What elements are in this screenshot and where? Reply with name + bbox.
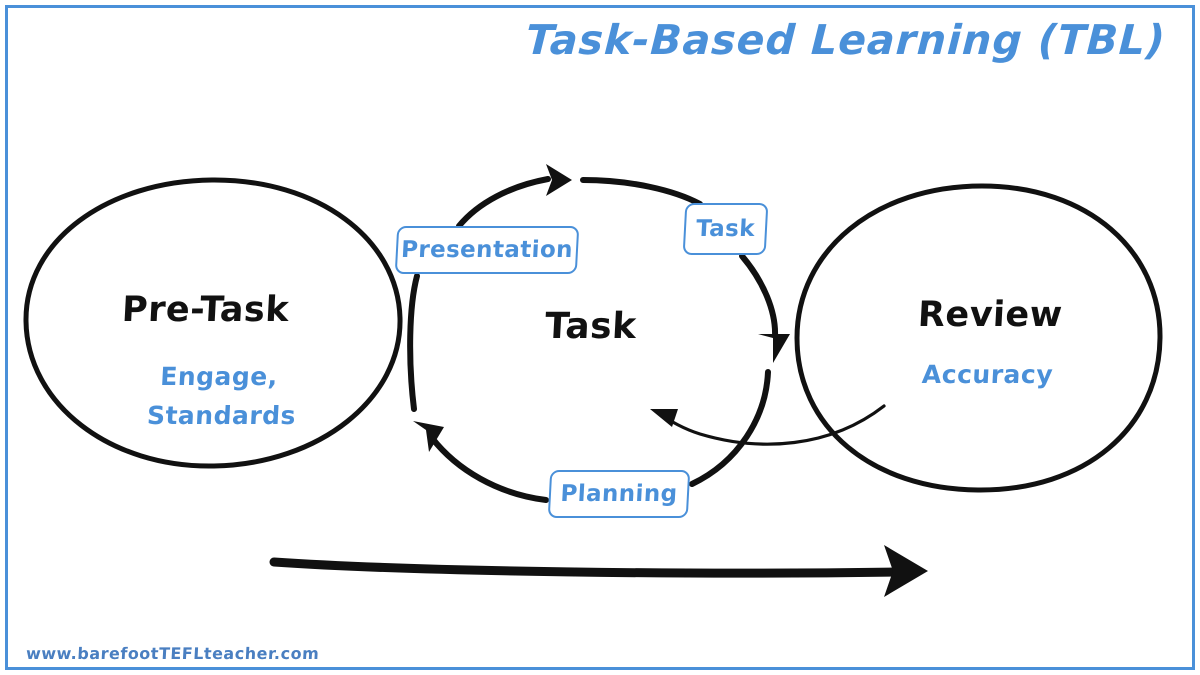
feedback-arrow-head — [650, 409, 678, 427]
cycle-arrow-top-head — [546, 164, 572, 196]
pre-task-title: Pre-Task — [120, 290, 291, 330]
cycle-arc-bottom-right — [689, 369, 771, 487]
pre-task-subtitle-line-1: Engage, — [159, 362, 279, 391]
pre-task-subtitle-line-2: Standards — [146, 400, 297, 430]
cycle-label-task[interactable]: Task — [682, 203, 769, 255]
pre-task-ellipse — [23, 177, 403, 469]
cycle-arrow-bottom-head — [413, 421, 444, 452]
review-title: Review — [916, 295, 1064, 335]
task-stage-title: Task — [543, 306, 638, 347]
cycle-arc-bottom-left — [429, 435, 549, 503]
cycle-label-planning[interactable]: Planning — [547, 470, 691, 518]
cycle-arc-left — [407, 273, 420, 412]
feedback-curve — [660, 404, 886, 446]
progress-arrow-head — [884, 545, 928, 597]
pre-task-subtitle: Engage, Standards — [146, 358, 297, 436]
cycle-label-presentation[interactable]: Presentation — [394, 226, 580, 274]
cycle-arc-top-right — [580, 177, 703, 207]
page-title: Task-Based Learning (TBL) — [524, 16, 1168, 64]
cycle-arc-top-left — [456, 176, 551, 229]
review-ellipse — [794, 183, 1163, 493]
watermark-url: www.barefootTEFLteacher.com — [25, 644, 320, 663]
review-subtitle: Accuracy — [921, 360, 1054, 389]
cycle-arc-right — [739, 253, 779, 339]
cycle-arrow-right-head — [758, 334, 790, 363]
progress-arrow-shaft — [269, 557, 901, 578]
